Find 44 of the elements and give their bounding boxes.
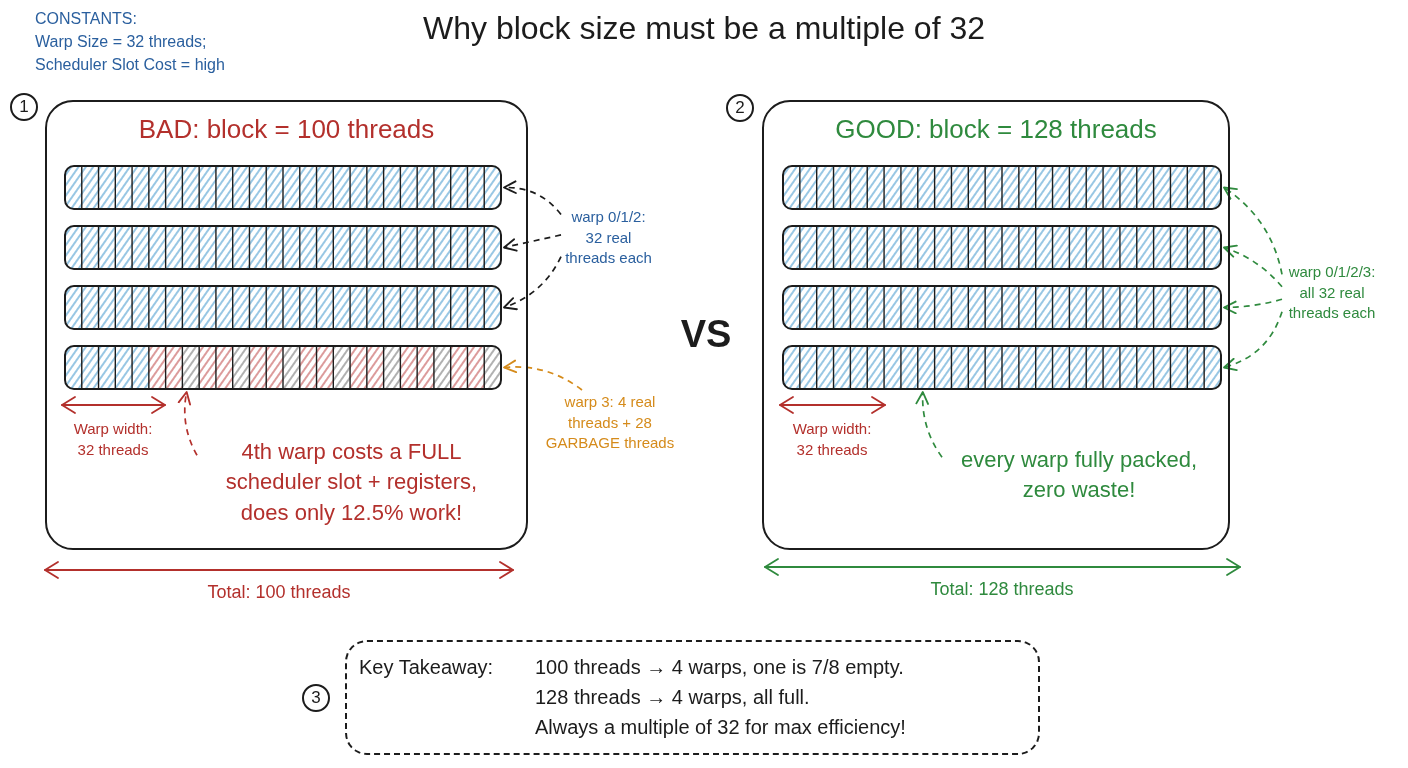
leader-arrow xyxy=(915,391,943,458)
leader-arrow xyxy=(1223,310,1283,371)
note-text: Warp Size = 32 threads; xyxy=(35,32,207,52)
warp-bar xyxy=(64,225,502,270)
leader-arrow xyxy=(1223,244,1283,288)
annotation-text: warp 3: 4 real threads + 28 GARBAGE threads xyxy=(540,392,680,455)
warp-bar xyxy=(782,165,1222,210)
panel-box xyxy=(762,100,1230,550)
warp-bar xyxy=(782,225,1222,270)
leader-arrow xyxy=(503,255,562,310)
panel-title: BAD: block = 100 threads xyxy=(138,114,435,145)
warp-bar xyxy=(64,165,502,210)
takeaway-box xyxy=(345,640,1040,755)
leader-arrow xyxy=(1223,298,1283,315)
panel-title: GOOD: block = 128 threads xyxy=(835,114,1157,145)
step-number: 3 xyxy=(302,684,330,712)
leader-arrow xyxy=(503,234,562,252)
step-number: 2 xyxy=(726,94,754,122)
leader-arrow xyxy=(503,180,562,216)
note-text: CONSTANTS: xyxy=(35,9,137,29)
leader-arrow xyxy=(503,360,583,391)
annotation-text: every warp fully packed, zero waste! xyxy=(944,445,1214,506)
takeaway-text: 128 threads → 4 warps, all full. xyxy=(535,686,810,709)
annotation-text: warp 0/1/2/3: all 32 real threads each xyxy=(1284,262,1380,325)
warp-bar xyxy=(64,345,502,390)
dimension-label: Warp width: 32 threads xyxy=(72,419,154,460)
takeaway-heading: Key Takeaway: xyxy=(359,656,494,679)
warp-bar xyxy=(782,345,1222,390)
note-text: Scheduler Slot Cost = high xyxy=(35,55,225,75)
warp-bar xyxy=(64,285,502,330)
warp-bar xyxy=(782,285,1222,330)
dimension-label: Total: 100 threads xyxy=(207,581,351,604)
vs-text: VS xyxy=(680,312,732,357)
takeaway-text: 100 threads → 4 warps, one is 7/8 empty. xyxy=(535,656,904,679)
diagram-title: Why block size must be a multiple of 32 xyxy=(423,10,985,47)
dimension-label: Warp width: 32 threads xyxy=(791,419,873,460)
annotation-text: warp 0/1/2: 32 real threads each xyxy=(563,207,654,270)
step-number: 1 xyxy=(10,93,38,121)
annotation-text: 4th warp costs a FULL scheduler slot + registers, does only 12.5% work! xyxy=(199,437,504,529)
panel-box xyxy=(45,100,528,550)
leader-arrow xyxy=(178,391,198,457)
leader-arrow xyxy=(1223,186,1283,276)
takeaway-text: Always a multiple of 32 for max efficiency! xyxy=(535,716,906,739)
dimension-label: Total: 128 threads xyxy=(930,578,1074,601)
